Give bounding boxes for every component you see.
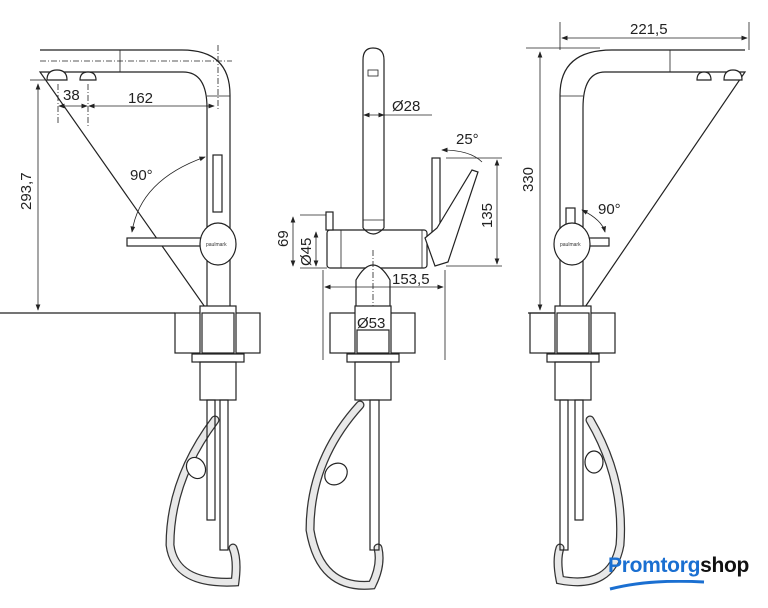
dim-body-width: 153,5 bbox=[392, 271, 430, 288]
promtorgshop-logo: Promtorgshop bbox=[608, 554, 749, 578]
dim-angle-90-left: 90° bbox=[130, 167, 153, 184]
dim-lever-height: 135 bbox=[479, 203, 496, 228]
dim-height-right: 330 bbox=[520, 167, 537, 192]
logo-part2: shop bbox=[700, 554, 750, 577]
dim-total-reach: 221,5 bbox=[630, 21, 668, 38]
dim-spout-diameter: Ø28 bbox=[392, 98, 420, 115]
logo-part1: Promtorg bbox=[608, 554, 701, 577]
dim-offset-38: 38 bbox=[63, 87, 80, 104]
dim-body-diameter: Ø45 bbox=[298, 238, 315, 266]
logo-swoosh bbox=[609, 580, 705, 591]
dim-body-height-69: 69 bbox=[275, 230, 292, 247]
dim-height-left: 293,7 bbox=[18, 172, 35, 210]
brand-label: paulmark bbox=[206, 242, 227, 248]
dim-lever-angle: 25° bbox=[456, 131, 479, 148]
right-side-view: paulmark 221,5 330 90° bbox=[520, 21, 750, 587]
front-view: 69 Ø45 Ø28 25° 135 153,5 Ø53 bbox=[275, 47, 502, 590]
dim-reach-162: 162 bbox=[128, 90, 153, 107]
dim-angle-90-right: 90° bbox=[598, 201, 621, 218]
dim-mount-diameter: Ø53 bbox=[357, 315, 385, 332]
left-side-view: paulmark 293,7 38 162 90° bbox=[0, 45, 261, 587]
brand-label-right: paulmark bbox=[560, 242, 581, 248]
